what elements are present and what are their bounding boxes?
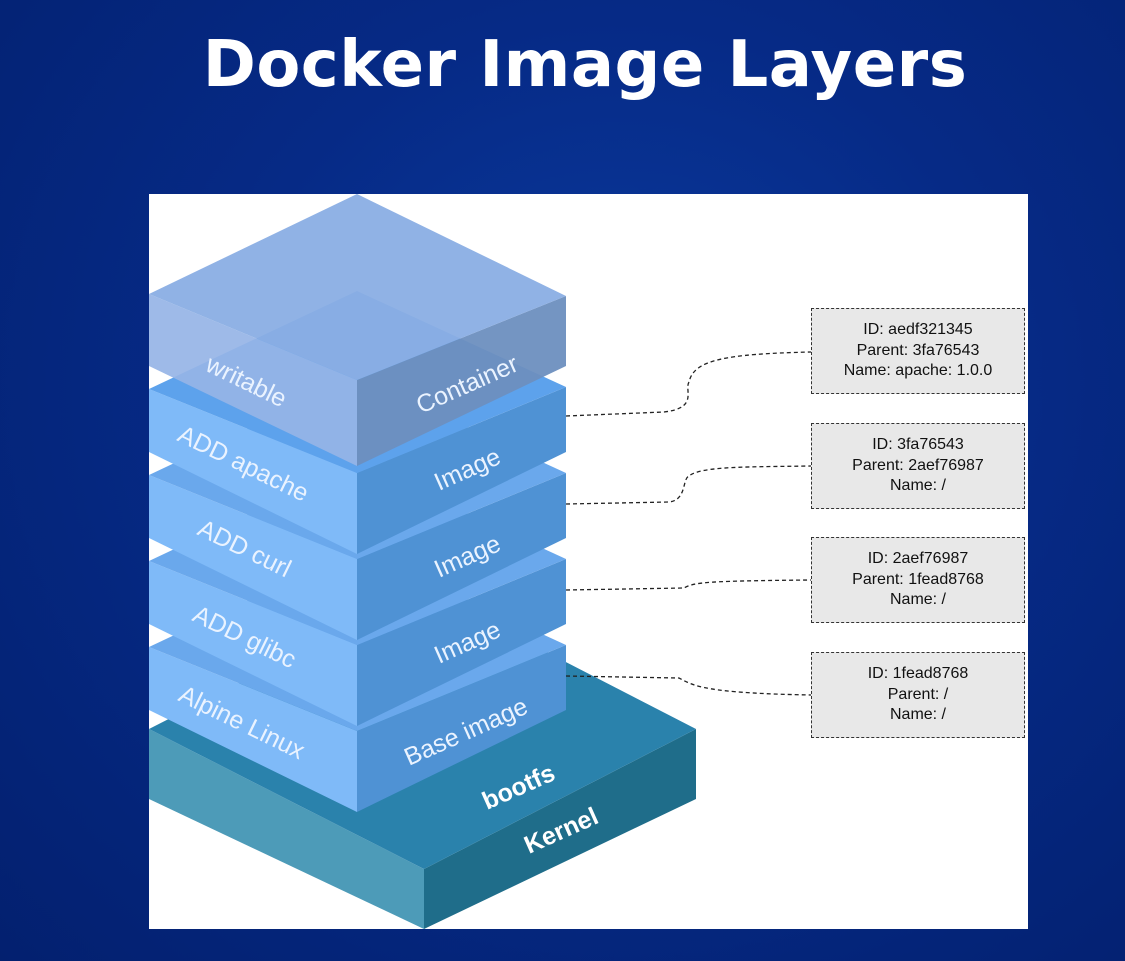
layer-apache-left-face — [149, 389, 357, 554]
info-id: ID: 1fead8768 — [867, 665, 969, 683]
info-name: Name: / — [889, 591, 946, 609]
diagram-panel: writable Container ADD apache Image ADD … — [149, 194, 1028, 929]
info-box-apache-layer: ID: 3fa76543 Parent: 2aef76987 Name: / — [811, 423, 1025, 509]
connector-line-2 — [565, 465, 812, 505]
layer-glibc-right-face — [357, 559, 566, 726]
info-box-base-layer: ID: 1fead8768 Parent: / Name: / — [811, 652, 1025, 738]
info-parent: Parent: 1fead8768 — [852, 570, 984, 588]
layer-container-right-face — [357, 296, 566, 466]
layer-curl-left-face — [149, 475, 357, 640]
layer-container-left-face — [149, 294, 357, 466]
layer-stack-diagram: writable Container ADD apache Image ADD … — [149, 194, 812, 929]
layer-base-image-right-face — [357, 645, 566, 812]
layer-curl-right-face — [357, 473, 566, 640]
info-parent: Parent: 3fa76543 — [856, 341, 980, 359]
info-name: Name: / — [889, 706, 946, 724]
info-name: Name: / — [889, 477, 946, 495]
info-parent: Parent: / — [887, 685, 949, 703]
info-box-container-layer: ID: aedf321345 Parent: 3fa76543 Name: ap… — [811, 308, 1025, 394]
layer-container-top-face — [149, 194, 566, 380]
layer-apache-right-face — [357, 387, 566, 554]
kernel-slab-right-face — [424, 729, 696, 929]
connector-line-1 — [565, 351, 812, 417]
connector-line-3 — [565, 579, 812, 591]
connector-line-4 — [565, 675, 812, 696]
kernel-slab-left-face — [149, 729, 424, 929]
page-title: Docker Image Layers — [202, 28, 968, 102]
info-id: ID: aedf321345 — [863, 321, 973, 339]
layer-container — [149, 194, 566, 466]
info-id: ID: 3fa76543 — [872, 436, 964, 454]
info-name: Name: apache: 1.0.0 — [843, 362, 993, 380]
layer-base-image-left-face — [149, 647, 357, 812]
layer-glibc-left-face — [149, 561, 357, 726]
info-id: ID: 2aef76987 — [867, 550, 969, 568]
info-parent: Parent: 2aef76987 — [852, 456, 984, 474]
info-box-curl-layer: ID: 2aef76987 Parent: 1fead8768 Name: / — [811, 537, 1025, 623]
